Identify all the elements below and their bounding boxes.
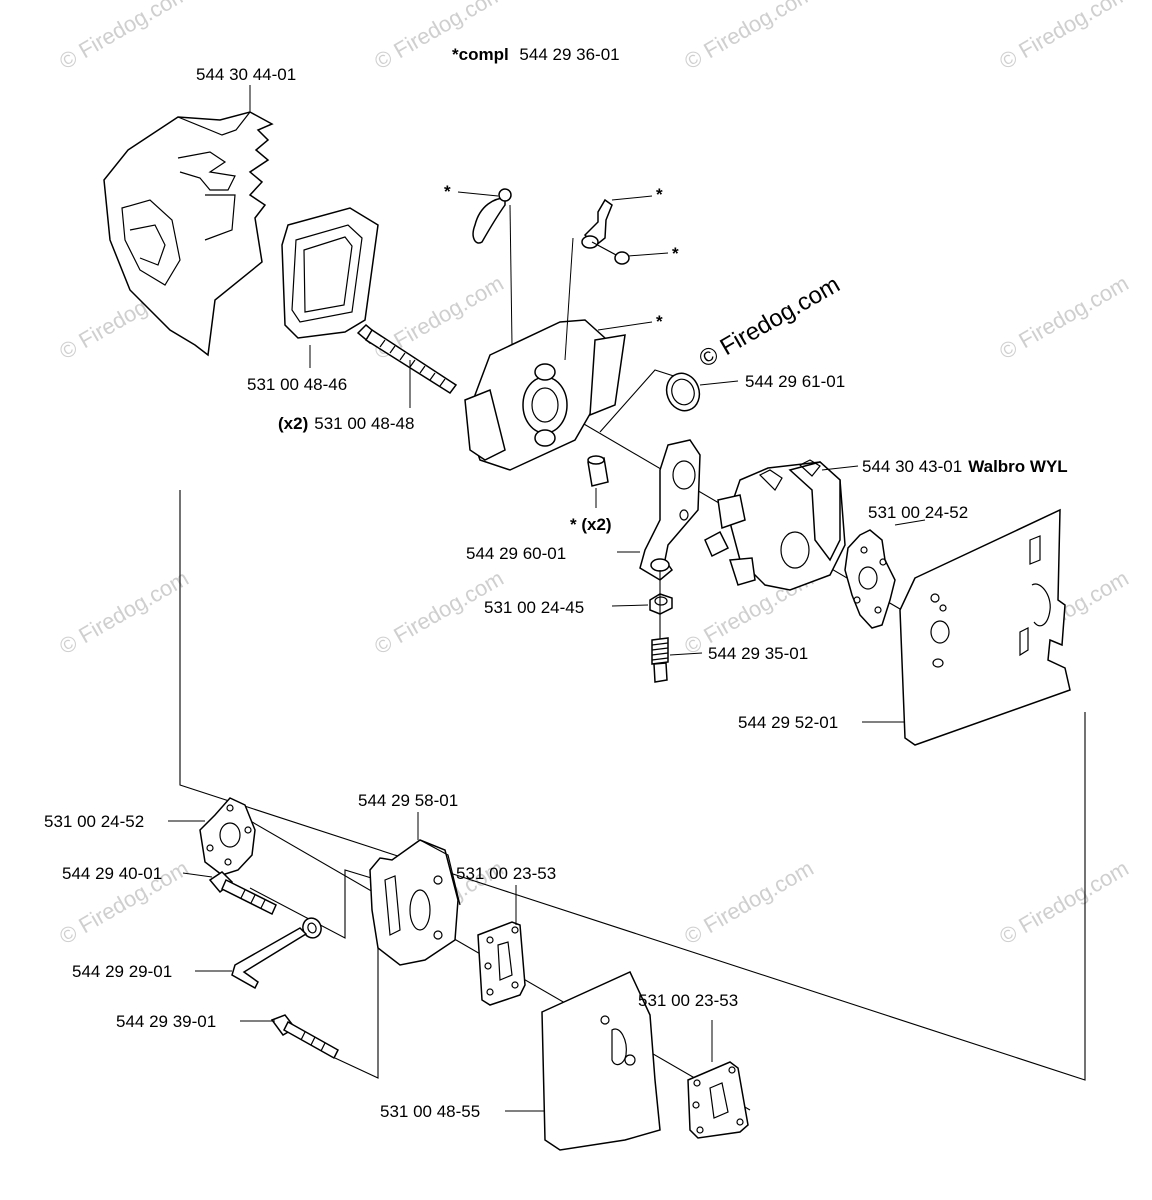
part-number: 531 00 48-48 [314,414,414,433]
leader-line [894,519,926,526]
part-label: 544 29 58-01 [358,791,458,810]
long-screw [356,323,458,395]
leader-line [821,465,859,471]
leader-line [611,195,653,201]
leader-line [669,652,703,656]
choke-lever [581,198,613,249]
part-label: 544 29 29-01 [72,962,172,981]
part-label: 531 00 23-53 [638,991,738,1010]
part-label: 544 29 52-01 [738,713,838,732]
compl-number: 544 29 36-01 [519,45,619,64]
leader-line [509,204,513,346]
leader-line [699,380,739,386]
part-label: 544 29 60-01 [466,544,566,563]
leader-line [564,237,574,361]
part-label: 544 30 44-01 [196,65,296,84]
adjusting-screw [651,637,669,683]
watermark: © Firedog.com [55,0,193,74]
compl-title: *compl 544 29 36-01 [452,45,620,64]
part-label: 544 29 39-01 [116,1012,216,1031]
screw-lower [270,1014,339,1060]
mounting-bracket [639,439,701,581]
star-label: * [444,182,451,201]
part-labels: 544 30 44-01 531 00 48-46 (x2) 531 00 48-… [44,65,1068,1121]
star-label: * [672,244,679,263]
heat-shield-plate [899,508,1071,746]
part-label: 531 00 24-52 [868,503,968,522]
leader-line [457,191,499,197]
star-label: * [656,185,663,204]
star-x2-label: * (x2) [570,515,612,534]
lower-shield-plate [541,971,661,1151]
leader-line [597,321,653,331]
watermark: © Firedog.com [680,855,818,949]
watermark: © Firedog.com [995,270,1133,364]
x2-prefix: (x2) [278,414,308,433]
star-label: * [656,312,663,331]
spacer [587,455,609,487]
leader-line [182,872,213,878]
part-label: 531 00 24-52 [44,812,144,831]
watermark: © Firedog.com [55,565,193,659]
part-label: 531 00 48-46 [247,375,347,394]
link-rod [231,927,308,990]
gasket-middle [477,921,526,1006]
center-watermark: © Firedog.com [695,271,845,373]
air-filter [281,207,379,339]
part-label: 544 29 61-01 [745,372,845,391]
air-intake-housing [464,319,626,471]
part-label: 544 29 40-01 [62,864,162,883]
screw-upper [208,871,277,916]
part-label: (x2) 531 00 48-48 [278,414,414,433]
insulator-block [369,839,461,966]
watermark: © Firedog.com [995,855,1133,949]
o-ring [665,372,701,412]
choke-flap [472,188,512,244]
watermark: © Firedog.com [680,0,818,74]
gasket-bottom [199,797,256,876]
small-screw [591,241,630,265]
part-label: 531 00 24-45 [484,598,584,617]
bracket-line [599,369,681,433]
gasket-top [844,529,896,629]
nut [649,593,673,615]
leader-line [627,252,669,257]
compl-prefix: *compl [452,45,509,64]
air-filter-cover [103,111,274,357]
part-label: 531 00 23-53 [456,864,556,883]
washer [302,917,322,939]
carburetor [704,459,846,591]
leader-line [611,604,649,607]
part-number: 544 30 43-01 [862,457,962,476]
watermark: © Firedog.com [995,0,1133,74]
part-label: 544 29 35-01 [708,644,808,663]
part-label: 544 30 43-01 Walbro WYL [862,457,1068,476]
walbro-label: Walbro WYL [968,457,1067,476]
part-label: 531 00 48-55 [380,1102,480,1121]
gasket-bottom-right [687,1061,749,1139]
